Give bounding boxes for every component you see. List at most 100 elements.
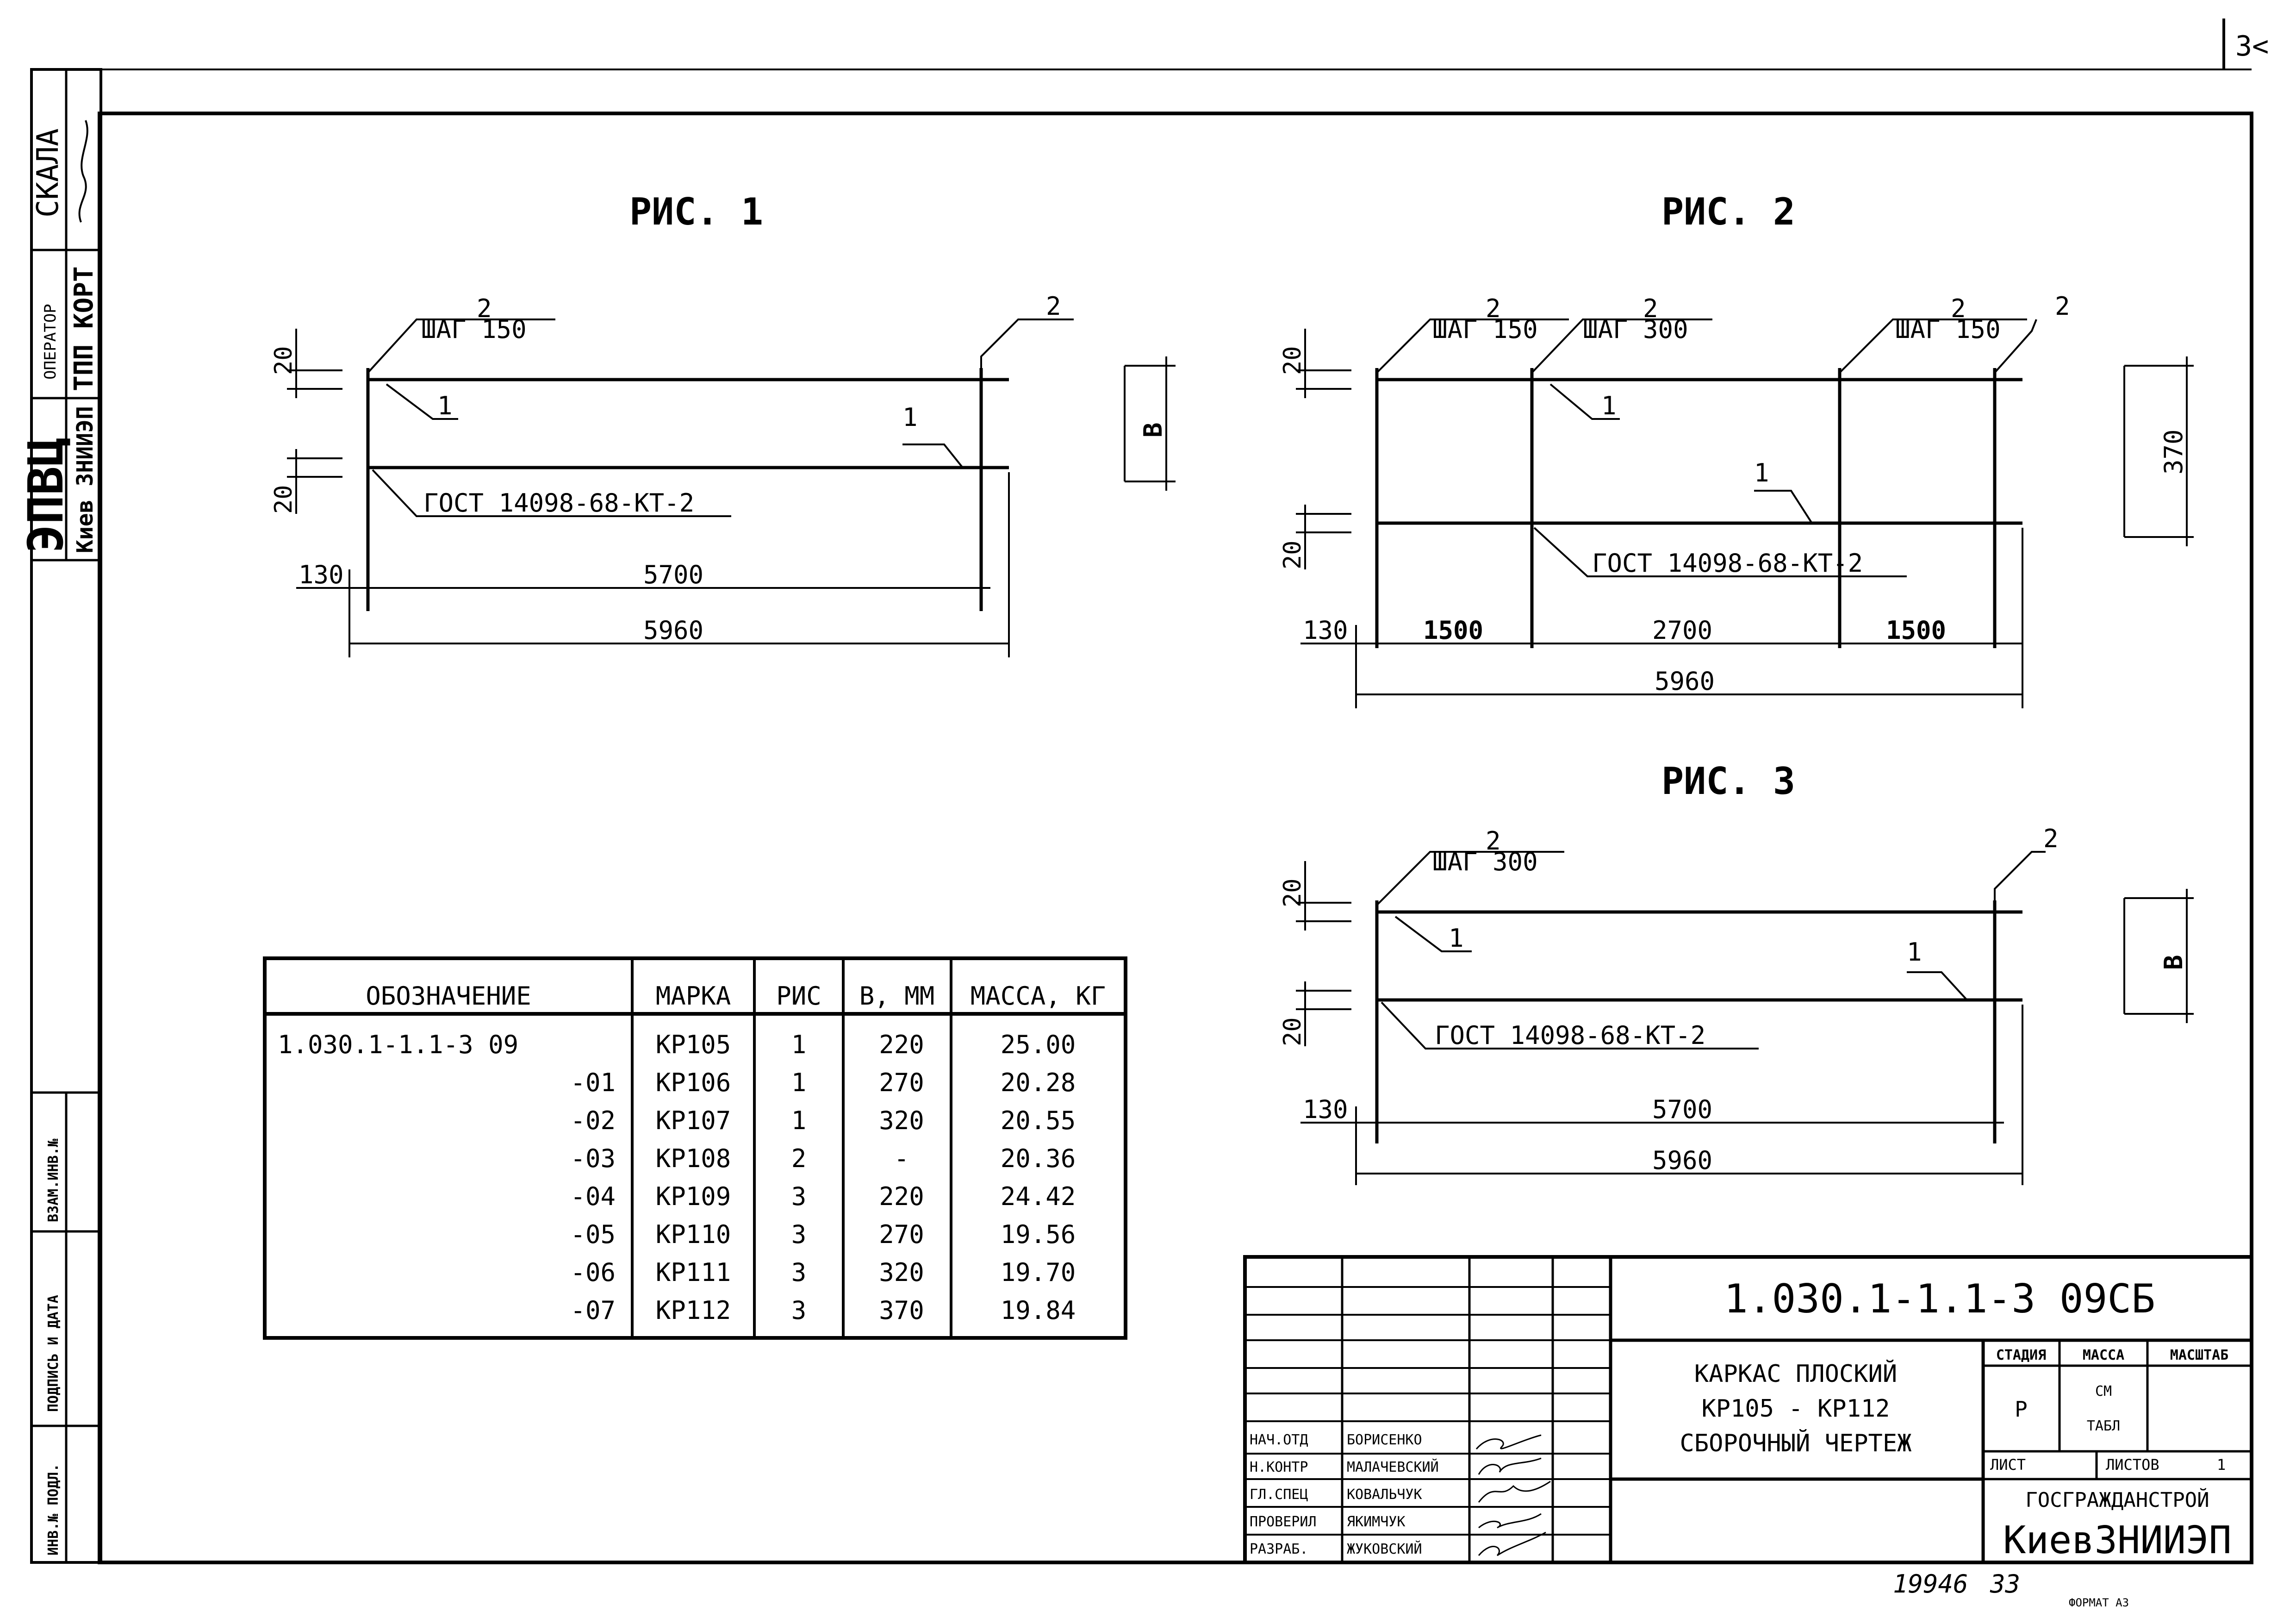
spec-header-b-mm: В, ММ [859,981,935,1011]
figure-1-dim-20-top: 20 [270,346,298,375]
margin-skala-signature [78,120,88,223]
spec-header-designation: ОБОЗНАЧЕНИЕ [366,981,531,1011]
figure-2-weld2-num: 2 [1643,294,1658,323]
figure-2-title: РИС. 2 [1661,190,1795,233]
stage-header: СТАДИЯ [1996,1347,2046,1363]
figure-3-weld-step-left: ШАГ 300 [1432,847,1538,876]
spec-cell-mark: КР108 [656,1144,731,1173]
spec-cell-fig: 3 [791,1296,807,1325]
sheet-frame [30,19,2253,1564]
sheet-corner-mark: 3< [2235,30,2269,62]
spec-cell-mass: 19.70 [1001,1258,1076,1287]
figure-2-bars [1375,368,2022,648]
figure-3-gost-label: ГОСТ 14098-68-КТ-2 [1435,1021,1705,1050]
figure-2-dim-5960: 5960 [1655,667,1715,696]
signatory-name: ЯКИМЧУК [1347,1514,1405,1530]
sheet-format: ФОРМАТ А3 [2069,1596,2129,1609]
spec-cell-designation: 1.030.1-1.1-3 09 [278,1030,518,1059]
sheet-header: ЛИСТ [1990,1456,2026,1474]
figure-2-weld3-step: ШАГ 150 [1895,315,2001,344]
figure-3-leaders [1296,851,2194,1185]
mass-value-line2: ТАБЛ [2087,1418,2120,1434]
figure-3: РИС. 3 2 [1279,760,2194,1185]
figure-3-weld-num-left: 2 [1486,826,1501,856]
margin-operator: ОПЕРАТОР [41,304,60,380]
figure-2-dim-1500-left: 1500 [1423,616,1483,645]
figure-1-dim-5960: 5960 [643,616,703,645]
margin-podpis-data: ПОДПИСЬ И ДАТА [45,1295,62,1412]
figure-2-bar-label-mid: 1 [1754,458,1769,487]
figure-2-bar-label-left: 1 [1601,391,1617,420]
figure-3-bars [1375,900,2022,1143]
title-block: 1.030.1-1.1-3 09СБ КАРКАС ПЛОСКИЙ КР105 … [1243,1255,2253,1564]
signatory-name: МАЛАЧЕВСКИЙ [1347,1459,1439,1475]
spec-cell-b-mm: 320 [879,1106,924,1135]
figure-1-leaders [287,319,1176,657]
inventory-number: 19946 [1893,1569,1968,1599]
title-block-signatories: НАЧ.ОТД БОРИСЕНКО Н.КОНТР МАЛАЧЕВСКИЙ ГЛ.СПЕ… [1250,1432,1439,1557]
spec-cell-designation: -01 [570,1068,616,1097]
spec-cell-b-mm: 220 [879,1182,924,1211]
spec-cell-fig: 3 [791,1220,807,1249]
spec-cell-mass: 20.28 [1001,1068,1076,1097]
doc-name-line3: СБОРОЧНЫЙ ЧЕРТЕЖ [1680,1429,1912,1457]
spec-cell-b-mm: - [894,1144,909,1173]
figure-2-dim-20-bottom: 20 [1279,540,1307,569]
spec-cell-mass: 19.56 [1001,1220,1076,1249]
signatory-role: ГЛ.СПЕЦ [1250,1487,1308,1503]
spec-cell-b-mm: 270 [879,1068,924,1097]
figure-1-weld-num-right: 2 [1046,292,1061,321]
figure-1: РИС. 1 [270,190,1176,657]
figure-2-weld3-num: 2 [1951,294,1966,323]
margin-skala: СКАЛА [31,128,65,218]
margin-vzam-inv: ВЗАМ.ИНВ.№ [45,1138,62,1222]
spec-cell-mark: КР110 [656,1220,731,1249]
figure-2-leaders [1296,319,2194,708]
figure-2: РИС. 2 [1279,190,2194,708]
spec-table: ОБОЗНАЧЕНИЕ МАРКА РИС В, ММ МАССА, КГ 1.… [263,956,1127,1340]
sheets-total-value: 1 [2217,1456,2226,1474]
margin-inv-podl: ИНВ.№ ПОДЛ. [45,1463,62,1555]
figure-1-title: РИС. 1 [629,190,763,233]
figure-1-dim-5700: 5700 [643,560,703,589]
spec-header-mark: МАРКА [656,981,731,1011]
margin-kiev-zniiep: Киев ЗНИИЭП [72,406,98,553]
figure-3-weld-num-right: 2 [2043,824,2059,853]
signatory-name: БОРИСЕНКО [1347,1432,1422,1448]
figure-1-weld-step-left: ШАГ 150 [421,315,527,344]
spec-cell-mass: 20.36 [1001,1144,1076,1173]
signatory-role: Н.КОНТР [1250,1459,1308,1475]
spec-cell-mark: КР111 [656,1258,731,1287]
figure-1-bar-label-right: 1 [902,403,918,432]
figure-2-height-label: 370 [2159,429,2188,475]
organization-line2: КиевЗНИИЭП [2003,1518,2232,1562]
spec-cell-designation: -03 [570,1144,616,1173]
spec-cell-mark: КР106 [656,1068,731,1097]
figure-2-dim-20-top: 20 [1279,346,1307,375]
sheets-total-header: ЛИСТОВ [2106,1456,2159,1474]
spec-cell-fig: 1 [791,1030,807,1059]
figure-2-dim-1500-right: 1500 [1886,616,1946,645]
spec-cell-mark: КР109 [656,1182,731,1211]
figure-3-dim-20-top: 20 [1279,878,1307,907]
figure-3-dim-5960: 5960 [1652,1146,1712,1175]
figure-2-dim-130: 130 [1303,616,1348,645]
spec-cell-b-mm: 220 [879,1030,924,1059]
handwritten-signatures [1475,1434,1551,1556]
figure-3-bar-label-left: 1 [1449,924,1464,953]
figure-1-weld-num-left: 2 [477,294,492,323]
spec-cell-fig: 1 [791,1106,807,1135]
doc-name-line1: КАРКАС ПЛОСКИЙ [1694,1360,1897,1388]
spec-cell-b-mm: 370 [879,1296,924,1325]
spec-cell-fig: 1 [791,1068,807,1097]
figure-3-dim-5700: 5700 [1652,1095,1712,1124]
signatory-role: НАЧ.ОТД [1250,1432,1308,1448]
margin-tpp-kort: ТПП КОРТ [69,266,99,391]
figure-2-weld4-num: 2 [2055,292,2070,321]
spec-header-mass: МАССА, КГ [971,981,1106,1011]
signatory-name: ЖУКОВСКИЙ [1347,1541,1422,1557]
spec-cell-mark: КР112 [656,1296,731,1325]
spec-cell-mass: 19.84 [1001,1296,1076,1325]
signatory-role: ПРОВЕРИЛ [1250,1514,1317,1530]
